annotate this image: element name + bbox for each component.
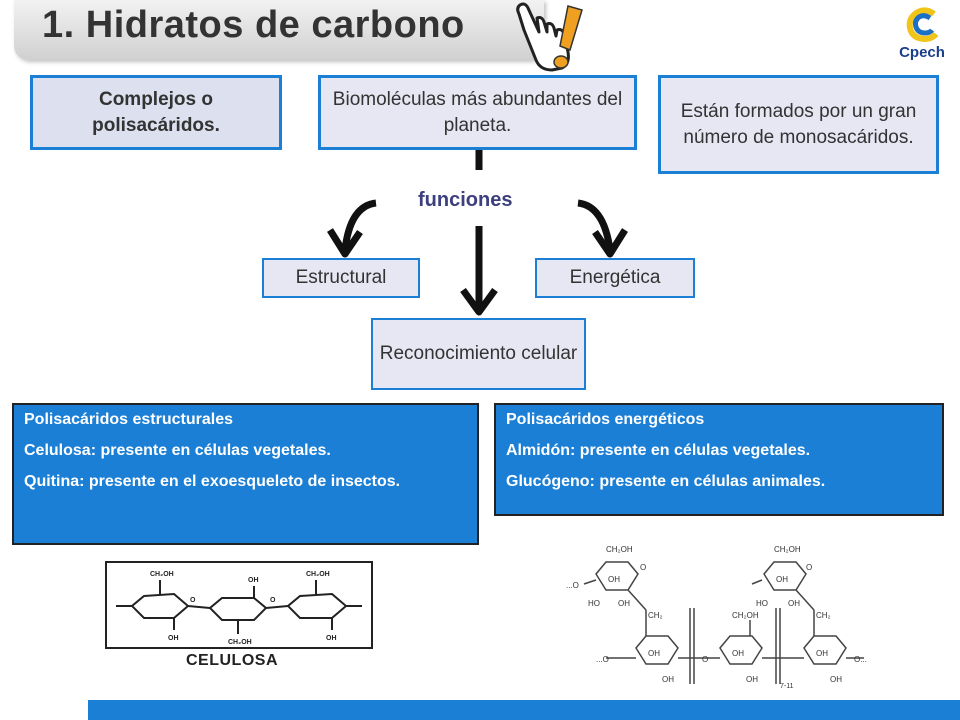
energetica-text: Energética (569, 267, 661, 289)
cellulose-oh-3: OH (326, 635, 337, 642)
biomoleculas-box: Biomoléculas más abundantes del planeta. (318, 75, 637, 150)
panel-estructurales-title: Polisacáridos estructurales (24, 411, 233, 428)
cellulose-oh-2: OH (248, 577, 259, 584)
logo-text: Cpech (899, 44, 945, 61)
cellulose-o-2: O (270, 597, 276, 604)
cellulose-frame (105, 561, 373, 649)
glycogen-ch2oh-2: CH₂OH (774, 545, 801, 554)
panel-energeticos-title: Polisacáridos energéticos (506, 411, 705, 428)
glycogen-oh-6: OH (732, 649, 744, 658)
funciones-label: funciones (418, 189, 513, 211)
bottom-bar (88, 700, 960, 720)
glycogen-dots-o-2: ...O (596, 655, 609, 664)
complejos-text: Complejos o polisacáridos. (92, 88, 220, 136)
pointing-hand-icon (516, 2, 583, 72)
glycogen-o-2: O (806, 563, 812, 572)
glycogen-oh-9: OH (746, 675, 758, 684)
arrow-left-curve (341, 199, 377, 251)
glycogen-oh-5: OH (648, 649, 660, 658)
glycogen-ch2-1: CH₂ (648, 611, 663, 620)
arrow-down-head (460, 287, 498, 316)
glycogen-ch2-2: CH₂ (816, 611, 831, 620)
glycogen-ho-1: HO (588, 599, 600, 608)
panel-estructurales-line2: Quitina: presente en el exoesqueleto de … (24, 472, 401, 490)
formados-text: Están formados por un gran número de mon… (680, 100, 917, 148)
glycogen-ch2oh-1: CH₂OH (606, 545, 633, 554)
cpech-logo-mark (906, 7, 939, 43)
glycogen-oh-3: OH (618, 599, 630, 608)
glycogen-o-1: O (640, 563, 646, 572)
glycogen-figure-code: 7-11 (780, 683, 794, 690)
arrow-right-head (592, 228, 628, 258)
estructural-text: Estructural (295, 267, 387, 289)
complejos-box: Complejos o polisacáridos. (30, 75, 282, 150)
cellulose-ch2oh-2: CH₂OH (228, 639, 252, 646)
formados-box: Están formados por un gran número de mon… (658, 75, 939, 174)
cellulose-ch2oh-1: CH₂OH (150, 571, 174, 578)
reconocimiento-text: Reconocimiento celular (379, 343, 578, 365)
glycogen-oh-7: OH (816, 649, 828, 658)
cellulose-oh-1: OH (168, 635, 179, 642)
cellulose-o-1: O (190, 597, 196, 604)
panel-energeticos-line2: Glucógeno: presente en células animales. (506, 472, 826, 490)
glycogen-oh-8: OH (662, 675, 674, 684)
glycogen-oh-2: OH (776, 575, 788, 584)
panel-estructurales-line1: Celulosa: presente en células vegetales. (24, 441, 331, 459)
glycogen-dots-o-1: ...O (566, 581, 579, 590)
page-title: 1. Hidratos de carbono (42, 4, 465, 46)
title-bar (14, 0, 544, 60)
glycogen-ch2oh-3: CH₂OH (732, 611, 759, 620)
celulosa-label: CELULOSA (186, 652, 278, 669)
glycogen-oh-10: OH (830, 675, 842, 684)
glycogen-o-dots: O... (854, 655, 867, 664)
glycogen-ho-2: HO (756, 599, 768, 608)
biomoleculas-text: Biomoléculas más abundantes del planeta. (332, 88, 623, 136)
panel-energeticos-line1: Almidón: presente en células vegetales. (506, 441, 811, 459)
cellulose-ch2oh-3: CH₂OH (306, 571, 330, 578)
panel-energeticos: Polisacáridos energéticos Almidón: prese… (494, 403, 944, 516)
energetica-box: Energética (535, 258, 695, 298)
arrow-right-curve (577, 199, 614, 251)
glycogen-oh-4: OH (788, 599, 800, 608)
panel-estructurales: Polisacáridos estructurales Celulosa: pr… (12, 403, 479, 545)
cellulose-structure: CH₂OH CH₂OH CH₂OH OH OH OH O O (105, 561, 373, 649)
cpech-logo: Cpech (890, 6, 954, 68)
reconocimiento-box: Reconocimiento celular (371, 318, 586, 390)
glycogen-structure: CH₂OH CH₂OH CH₂OH OH OH OH OH OH OH OH O… (566, 545, 867, 690)
glycogen-o-3: O (702, 655, 708, 664)
glycogen-oh-1: OH (608, 575, 620, 584)
estructural-box: Estructural (262, 258, 420, 298)
arrow-left-head (327, 228, 363, 258)
